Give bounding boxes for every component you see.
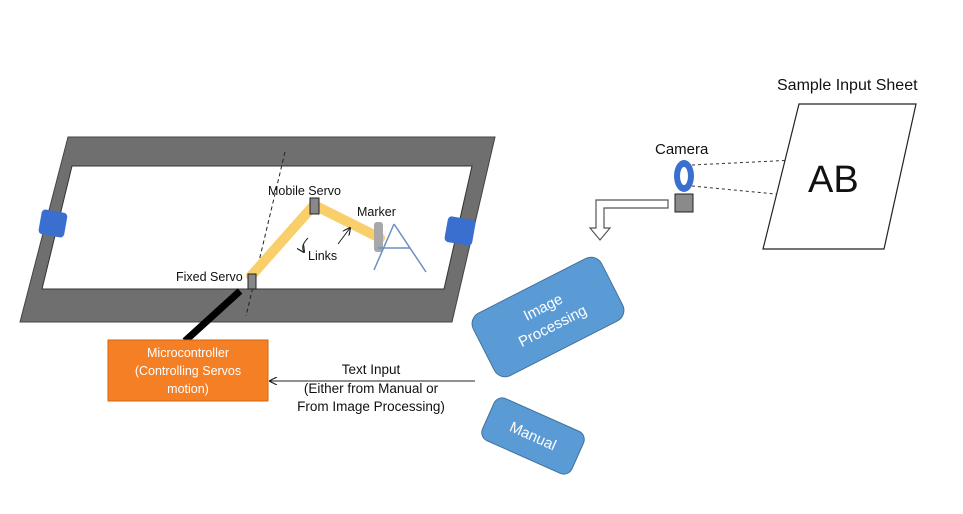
camera-label: Camera xyxy=(655,141,709,158)
text-input-line1: Text Input xyxy=(342,362,401,377)
marker-icon xyxy=(374,222,383,252)
microcontroller-connector xyxy=(182,288,243,344)
text-input-line3: From Image Processing) xyxy=(297,399,445,414)
manual-box: Manual xyxy=(481,397,585,475)
sheet-text: AB xyxy=(808,159,859,201)
drawing-board xyxy=(19,136,496,323)
marker-label: Marker xyxy=(357,205,396,219)
microcontroller-line2: (Controlling Servos xyxy=(135,364,241,378)
microcontroller-box: Microcontroller (Controlling Servos moti… xyxy=(107,339,269,402)
links-arrow-right xyxy=(337,228,350,245)
sample-sheet-label: Sample Input Sheet xyxy=(777,77,918,94)
links-label: Links xyxy=(308,249,337,263)
text-input-line2: (Either from Manual or xyxy=(304,381,439,396)
sample-input-sheet xyxy=(762,103,917,250)
image-processing-box: Image Processing xyxy=(471,256,625,378)
camera-icon xyxy=(674,160,694,213)
left-clip xyxy=(38,209,68,238)
drawn-letter-a xyxy=(373,223,427,273)
fixed-servo-label: Fixed Servo xyxy=(176,270,243,284)
links-arrow-left xyxy=(303,237,309,252)
mobile-servo-label: Mobile Servo xyxy=(268,184,341,198)
fixed-servo-icon xyxy=(247,273,257,290)
camera-output-arrow xyxy=(588,199,669,241)
microcontroller-line1: Microcontroller xyxy=(147,346,229,360)
right-clip xyxy=(444,216,476,246)
microcontroller-line3: motion) xyxy=(167,382,209,396)
board-paper xyxy=(41,165,473,290)
mobile-servo-icon xyxy=(309,197,320,215)
